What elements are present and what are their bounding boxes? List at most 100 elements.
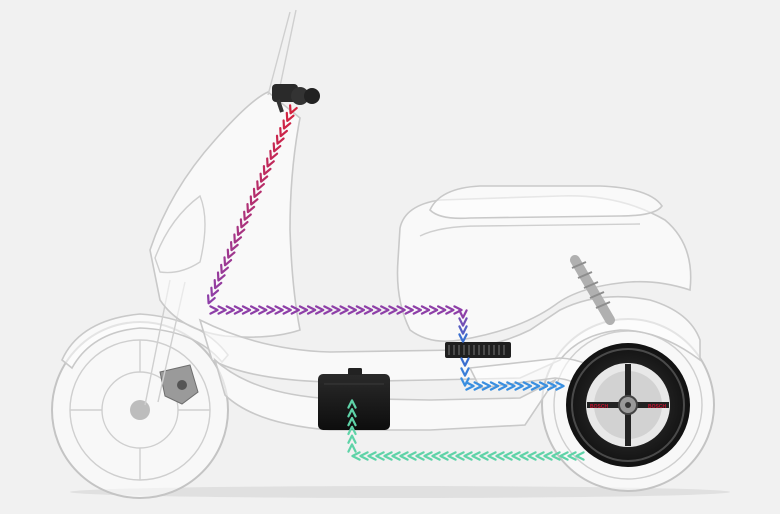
steering-column	[267, 9, 297, 97]
flow-chevron	[275, 134, 285, 145]
flow-chevron	[272, 142, 282, 153]
rear-shock-absorber	[570, 255, 615, 325]
flow-chevron	[213, 279, 223, 290]
flow-chevron	[259, 172, 269, 183]
flow-chevron	[266, 305, 276, 315]
flow-chevron	[262, 165, 272, 176]
flow-chevron	[306, 305, 317, 315]
flow-chevron	[223, 256, 233, 267]
flow-chevron	[347, 443, 357, 453]
flow-chevron	[489, 381, 500, 391]
seat-rail	[419, 223, 641, 237]
flow-chevron	[431, 451, 441, 461]
flow-chevron	[274, 305, 284, 315]
flow-chevron	[481, 381, 492, 391]
handlebar-throttle	[272, 84, 320, 113]
flow-chevron	[420, 305, 431, 315]
flow-chevron	[460, 357, 470, 367]
flow-chevron	[367, 451, 377, 461]
flow-chevron	[290, 305, 300, 315]
flow-chevron	[250, 305, 260, 315]
flow-chevron	[407, 451, 417, 461]
seat	[429, 185, 663, 220]
headlight-housing	[154, 194, 206, 274]
flow-chevron	[355, 305, 366, 315]
flow-chevron	[351, 451, 361, 461]
flow-chevron	[453, 305, 463, 315]
ground-shadow	[70, 486, 730, 498]
flow-chevron	[339, 305, 349, 315]
flow-chevron	[246, 203, 256, 214]
flow-chevron	[399, 451, 409, 461]
flow-chevron	[498, 381, 508, 391]
flow-chevron	[285, 111, 295, 122]
flow-chevron	[463, 451, 473, 461]
flow-chevron	[495, 451, 505, 461]
flow-chevron	[347, 399, 357, 409]
flow-chevron	[233, 305, 244, 315]
flow-chevron	[347, 416, 357, 427]
flow-arrows-controller-to-hub	[460, 357, 565, 391]
flow-chevron	[225, 305, 235, 315]
flow-chevron	[535, 451, 545, 461]
flow-chevron	[567, 451, 577, 461]
flow-chevron	[423, 451, 433, 461]
flow-chevron	[460, 377, 470, 387]
flow-chevron	[347, 408, 357, 418]
flow-chevron	[269, 149, 279, 160]
flow-arrows-hub-to-battery	[347, 399, 585, 461]
flow-chevron	[282, 119, 292, 130]
flow-chevron	[455, 451, 465, 461]
flow-chevron	[249, 195, 259, 206]
flow-chevron	[527, 451, 537, 461]
flow-chevron	[331, 305, 341, 315]
flow-chevron	[575, 451, 585, 461]
flow-chevron	[282, 305, 292, 315]
flow-chevron	[522, 381, 532, 391]
flow-chevron	[445, 305, 455, 315]
flow-chevron	[239, 218, 249, 229]
hub-motor: BOSCH BOSCH	[566, 343, 690, 467]
flow-chevron	[279, 127, 288, 138]
flow-chevron	[258, 305, 268, 315]
flow-chevron	[315, 305, 325, 315]
flow-chevron	[388, 305, 398, 315]
flow-chevron	[511, 451, 521, 461]
flow-chevron	[380, 305, 390, 315]
flow-chevron	[323, 305, 333, 315]
flow-chevron	[479, 451, 489, 461]
flow-chevron	[473, 381, 483, 391]
flow-chevron	[559, 451, 569, 461]
flow-arrows-throttle-to-controller	[207, 104, 298, 305]
flow-chevron	[209, 305, 219, 315]
flow-chevron	[439, 451, 449, 461]
flow-chevron	[363, 305, 374, 315]
flow-chevron	[471, 451, 481, 461]
flow-chevron	[487, 451, 497, 461]
flow-chevron	[428, 305, 439, 315]
flow-chevron	[372, 305, 382, 315]
flow-chevron	[266, 157, 275, 168]
flow-chevron	[514, 381, 524, 391]
flow-chevron	[551, 451, 561, 461]
flow-chevron	[465, 381, 475, 391]
flow-chevron	[256, 180, 265, 191]
flow-chevron	[530, 381, 541, 391]
flow-chevron	[289, 104, 298, 115]
flow-chevron	[415, 451, 425, 461]
flow-chevron	[252, 187, 262, 198]
flow-chevron	[207, 294, 216, 305]
flow-chevron	[506, 381, 516, 391]
flow-chevron	[458, 333, 468, 343]
flow-chevron	[230, 241, 239, 252]
flow-chevron	[359, 451, 369, 461]
flow-chevron	[236, 225, 246, 236]
flow-chevron	[391, 451, 401, 461]
flow-chevron	[383, 451, 393, 461]
flow-chevron	[396, 305, 406, 315]
flow-chevron	[555, 381, 565, 391]
flow-chevron	[375, 451, 385, 461]
flow-chevron	[503, 451, 513, 461]
flow-chevron	[210, 286, 220, 297]
flow-chevron	[298, 305, 309, 315]
